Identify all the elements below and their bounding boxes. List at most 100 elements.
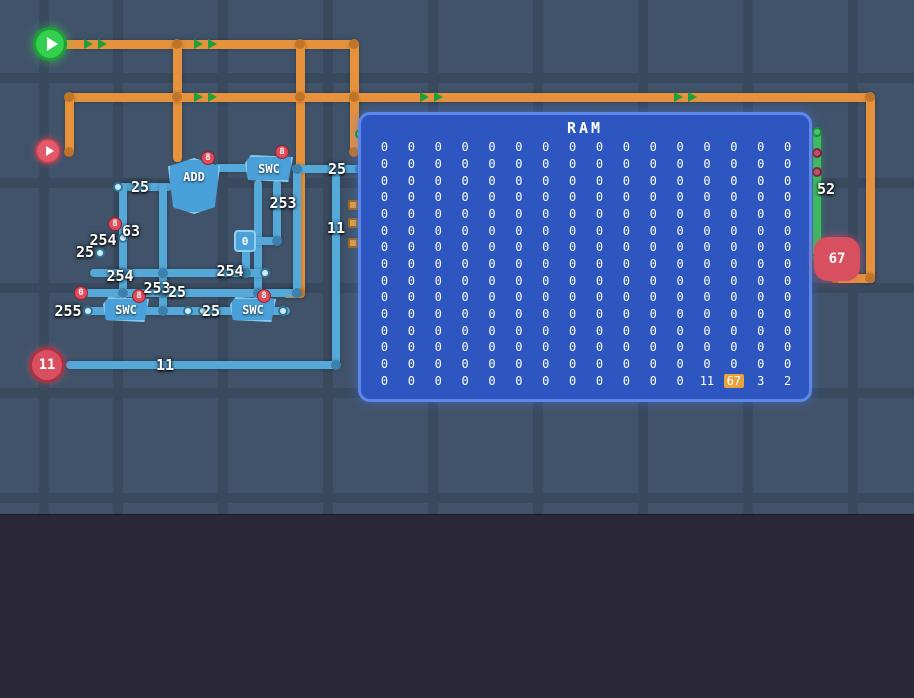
wire-blue[interactable] (85, 289, 297, 297)
ram-cell: 0 (730, 340, 738, 355)
wire-value-label: 253 (269, 194, 297, 212)
wire-green[interactable] (813, 132, 821, 260)
ram-cell: 0 (622, 223, 630, 238)
ram-cell: 0 (380, 206, 389, 221)
wire-blue[interactable] (66, 361, 340, 369)
wire-blue[interactable] (254, 180, 262, 315)
pin[interactable] (278, 306, 288, 316)
input-node[interactable] (35, 138, 61, 164)
ram-output-pin[interactable] (812, 148, 822, 158)
ram-cell: 0 (703, 273, 711, 288)
ram-cell: 0 (649, 240, 657, 255)
wire-blue[interactable] (273, 180, 281, 245)
value-node-67[interactable]: 67 (814, 237, 860, 281)
wire-blue[interactable] (293, 169, 301, 295)
ram-cell: 0 (461, 173, 469, 188)
wire-orange[interactable] (56, 40, 356, 49)
wire-blue[interactable] (118, 183, 172, 191)
wire-orange[interactable] (350, 40, 359, 101)
ram-cell: 0 (568, 223, 577, 238)
ram-cell: 0 (757, 140, 765, 155)
ram-cell: 0 (568, 323, 577, 338)
ram-cell: 0 (380, 173, 389, 188)
ram-input-pad[interactable] (348, 200, 358, 210)
wire-orange[interactable] (350, 97, 359, 155)
ram-cell: 0 (407, 323, 415, 338)
value-node-11[interactable]: 11 (29, 347, 65, 383)
flow-arrow-icon (208, 39, 217, 49)
ram-cell: 0 (730, 273, 738, 288)
ram-cell: 0 (649, 290, 657, 305)
ram-cell: 0 (649, 373, 657, 388)
wire-blue[interactable] (332, 165, 340, 369)
ram-cell: 0 (461, 256, 469, 271)
ram-cell: 0 (595, 306, 604, 321)
ram-cell: 67 (723, 373, 745, 388)
ram-cell: 0 (730, 156, 738, 171)
ram-cell: 0 (542, 256, 550, 271)
pin[interactable] (198, 306, 208, 316)
ram-input-pad[interactable] (348, 218, 358, 228)
ram-cell: 0 (622, 340, 630, 355)
component-swc-right[interactable]: SWC (230, 297, 276, 322)
ram-cell: 0 (730, 140, 738, 155)
ram-cell: 0 (461, 373, 469, 388)
ram-cell: 0 (380, 356, 389, 371)
wire-blue[interactable] (159, 183, 167, 315)
ram-cell: 0 (407, 256, 415, 271)
ram-cell: 0 (757, 356, 765, 371)
pin[interactable] (95, 248, 105, 258)
ram-cell: 0 (757, 290, 765, 305)
ram-cell: 3 (757, 373, 765, 388)
ram-input-pad[interactable] (348, 238, 358, 248)
ram-output-pin[interactable] (812, 167, 822, 177)
pin[interactable] (113, 182, 123, 192)
ram-cell: 0 (703, 340, 711, 355)
ram-cell: 0 (568, 306, 577, 321)
wire-orange[interactable] (65, 93, 74, 156)
wire-orange[interactable] (866, 93, 875, 282)
wire-value-label: 52 (816, 180, 836, 198)
component-swc-top[interactable]: SWC (245, 155, 293, 182)
ram-cell: 0 (542, 140, 550, 155)
wire-blue[interactable] (292, 165, 360, 173)
ram-cell: 0 (783, 240, 792, 255)
ram-cell: 0 (622, 206, 630, 221)
wire-joint (172, 39, 182, 49)
ram-cell: 0 (676, 156, 684, 171)
wire-blue[interactable] (242, 249, 250, 277)
ram-cell: 0 (730, 206, 738, 221)
ram-cell: 0 (783, 256, 792, 271)
wire-joint (865, 273, 875, 283)
ram-cell: 0 (380, 323, 389, 338)
wire-value-label: 25 (167, 283, 187, 301)
wire-orange[interactable] (835, 274, 875, 283)
component-swc-left[interactable]: SWC (103, 297, 149, 322)
ram-cell: 0 (595, 290, 604, 305)
wire-blue[interactable] (90, 269, 267, 277)
ram-cell: 0 (488, 240, 496, 255)
ram-cell: 0 (407, 206, 415, 221)
component-add[interactable]: ADD (168, 158, 220, 214)
pin[interactable] (183, 306, 193, 316)
ram-cell: 0 (542, 240, 550, 255)
ram-cell: 0 (703, 290, 711, 305)
wire-value-label: 25 (201, 302, 221, 320)
wire-orange[interactable] (69, 93, 870, 102)
start-node[interactable] (33, 27, 67, 61)
wire-blue[interactable] (214, 164, 250, 172)
wire-blue[interactable] (119, 183, 127, 315)
wire-blue[interactable] (254, 237, 281, 245)
ram-cell: 0 (461, 273, 469, 288)
ram-cell: 0 (649, 173, 657, 188)
ram-cell: 0 (380, 273, 389, 288)
register-component[interactable]: 0 (234, 230, 256, 252)
pin[interactable] (83, 306, 93, 316)
ram-cell: 0 (649, 306, 657, 321)
pin[interactable] (260, 268, 270, 278)
pin[interactable] (812, 127, 822, 137)
ram-cell: 0 (407, 156, 415, 171)
pin[interactable] (118, 233, 128, 243)
